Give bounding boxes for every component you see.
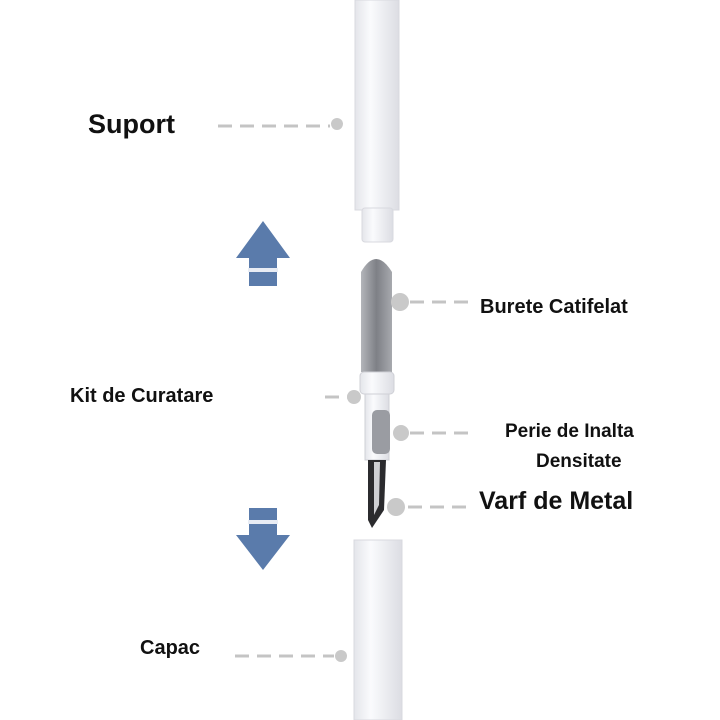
cap-tube: [353, 539, 403, 720]
dot-kit: [347, 390, 361, 404]
dot-burete: [391, 293, 409, 311]
label-perie-line2: Densitate: [536, 451, 622, 472]
label-varf: Varf de Metal: [479, 487, 634, 515]
dot-suport: [331, 118, 343, 130]
label-suport: Suport: [88, 109, 175, 139]
cleaning-kit: [359, 259, 395, 528]
brush: [372, 410, 390, 454]
label-kit: Kit de Curatare: [70, 385, 214, 407]
dot-perie: [393, 425, 409, 441]
holder-tube: [354, 0, 400, 243]
arrow-up-icon: [236, 221, 290, 286]
label-burete: Burete Catifelat: [480, 296, 628, 318]
arrow-down-icon: [236, 508, 290, 570]
label-capac: Capac: [140, 637, 201, 659]
dot-varf: [387, 498, 405, 516]
label-perie-line1: Perie de Inalta: [505, 421, 634, 442]
dot-capac: [335, 650, 347, 662]
